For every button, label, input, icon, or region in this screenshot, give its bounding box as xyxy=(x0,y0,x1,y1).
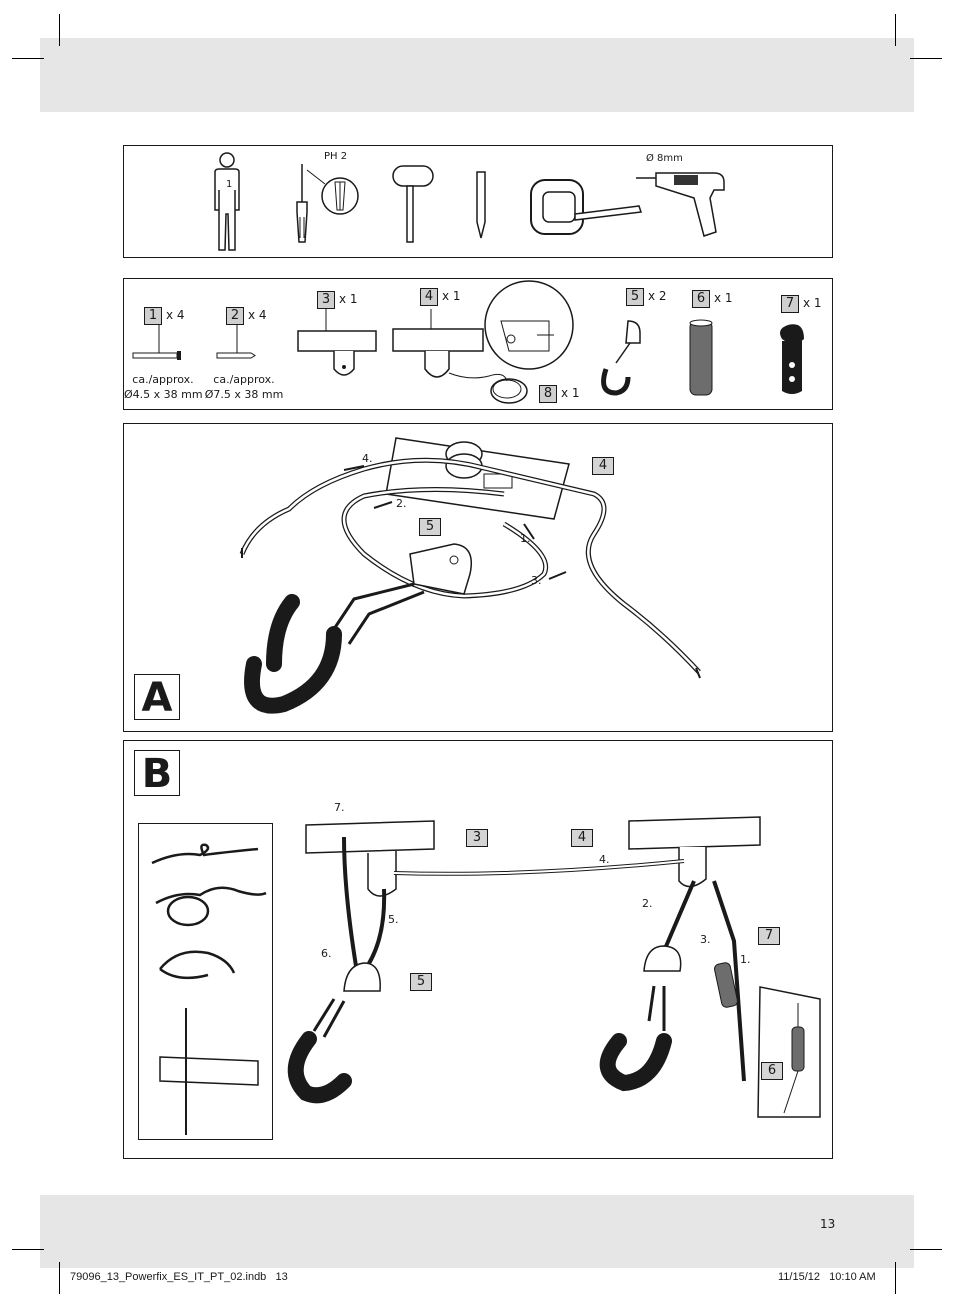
tools-panel: 1 PH 2 Ø 8mm xyxy=(123,145,833,258)
part-6-qty: x 1 xyxy=(714,291,733,305)
header-band xyxy=(40,38,914,112)
section-b-callout-6: 6 xyxy=(761,1062,783,1080)
section-a-callout-5: 5 xyxy=(419,518,441,536)
page-number: 13 xyxy=(820,1217,836,1231)
section-b-step-1: 1. xyxy=(740,953,751,966)
part-2-number: 2 xyxy=(226,307,244,325)
part-6-number: 6 xyxy=(692,290,710,308)
part-1-qty: x 4 xyxy=(166,308,185,322)
rope-grip-icon xyxy=(689,319,713,396)
ceiling-bracket-icon xyxy=(297,309,377,376)
drill-icon xyxy=(636,172,725,237)
section-a-callout-4: 4 xyxy=(592,457,614,475)
bike-hook-icon xyxy=(601,320,641,396)
part-3-qty: x 1 xyxy=(339,292,358,306)
section-b-callout-7: 7 xyxy=(758,927,780,945)
part-2-qty: x 4 xyxy=(248,308,267,322)
part-5-number: 5 xyxy=(626,288,644,306)
section-b-callout-5: 5 xyxy=(410,973,432,991)
section-b-label: B xyxy=(134,750,180,797)
section-a-step-1: 1. xyxy=(520,532,531,545)
section-b-panel: B 7. xyxy=(123,740,833,1159)
pulley-bracket-icon xyxy=(392,280,574,404)
hammer-icon xyxy=(392,165,434,243)
section-b-step-3: 3. xyxy=(700,933,711,946)
section-a-illustration xyxy=(239,437,701,714)
dowel-caption: ca./approx. Ø7.5 x 38 mm xyxy=(204,373,284,401)
person-icon xyxy=(214,152,240,251)
screw-icon xyxy=(132,325,181,360)
tape-measure-icon xyxy=(530,179,643,235)
section-a-panel: A 4. 2. 1. 3. 4 5 xyxy=(123,423,833,732)
screwdriver-icon xyxy=(296,164,359,243)
part-7-qty: x 1 xyxy=(803,296,822,310)
footer-band xyxy=(40,1195,914,1268)
section-a-step-2: 2. xyxy=(396,497,407,510)
section-b-step-6: 6. xyxy=(321,947,332,960)
person-count: 1 xyxy=(226,179,233,190)
part-8-qty: x 1 xyxy=(561,386,580,400)
screw-caption: ca./approx. Ø4.5 x 38 mm xyxy=(124,373,203,401)
parts-panel: 1 x 4 ca./approx. Ø4.5 x 38 mm 2 x 4 ca.… xyxy=(123,278,833,410)
section-b-step-4: 4. xyxy=(599,853,610,866)
part-3-number: 3 xyxy=(317,291,335,309)
knot-inset xyxy=(138,823,273,1140)
section-b-callout-4: 4 xyxy=(571,829,593,847)
rope-hook-icon xyxy=(780,324,804,394)
part-7-number: 7 xyxy=(781,295,799,313)
wall-plug-icon xyxy=(216,325,256,359)
section-a-label: A xyxy=(134,674,180,721)
section-a-step-3: 3. xyxy=(531,574,542,587)
footer-filename: 79096_13_Powerfix_ES_IT_PT_02.indb 13 xyxy=(70,1271,288,1283)
pencil-icon xyxy=(476,171,486,239)
section-b-illustration xyxy=(287,816,821,1118)
drill-label: Ø 8mm xyxy=(646,153,683,164)
part-5-qty: x 2 xyxy=(648,289,667,303)
part-8-number: 8 xyxy=(539,385,557,403)
section-a-step-4: 4. xyxy=(362,452,373,465)
section-b-step-2: 2. xyxy=(642,897,653,910)
section-b-callout-3: 3 xyxy=(466,829,488,847)
knot-steps-illustration xyxy=(151,843,267,1135)
footer-timestamp: 11/15/12 10:10 AM xyxy=(778,1271,876,1283)
screwdriver-label: PH 2 xyxy=(324,151,348,162)
section-b-step-7: 7. xyxy=(334,801,345,814)
part-1-number: 1 xyxy=(144,307,162,325)
part-4-qty: x 1 xyxy=(442,289,461,303)
part-4-number: 4 xyxy=(420,288,438,306)
section-b-step-5: 5. xyxy=(388,913,399,926)
